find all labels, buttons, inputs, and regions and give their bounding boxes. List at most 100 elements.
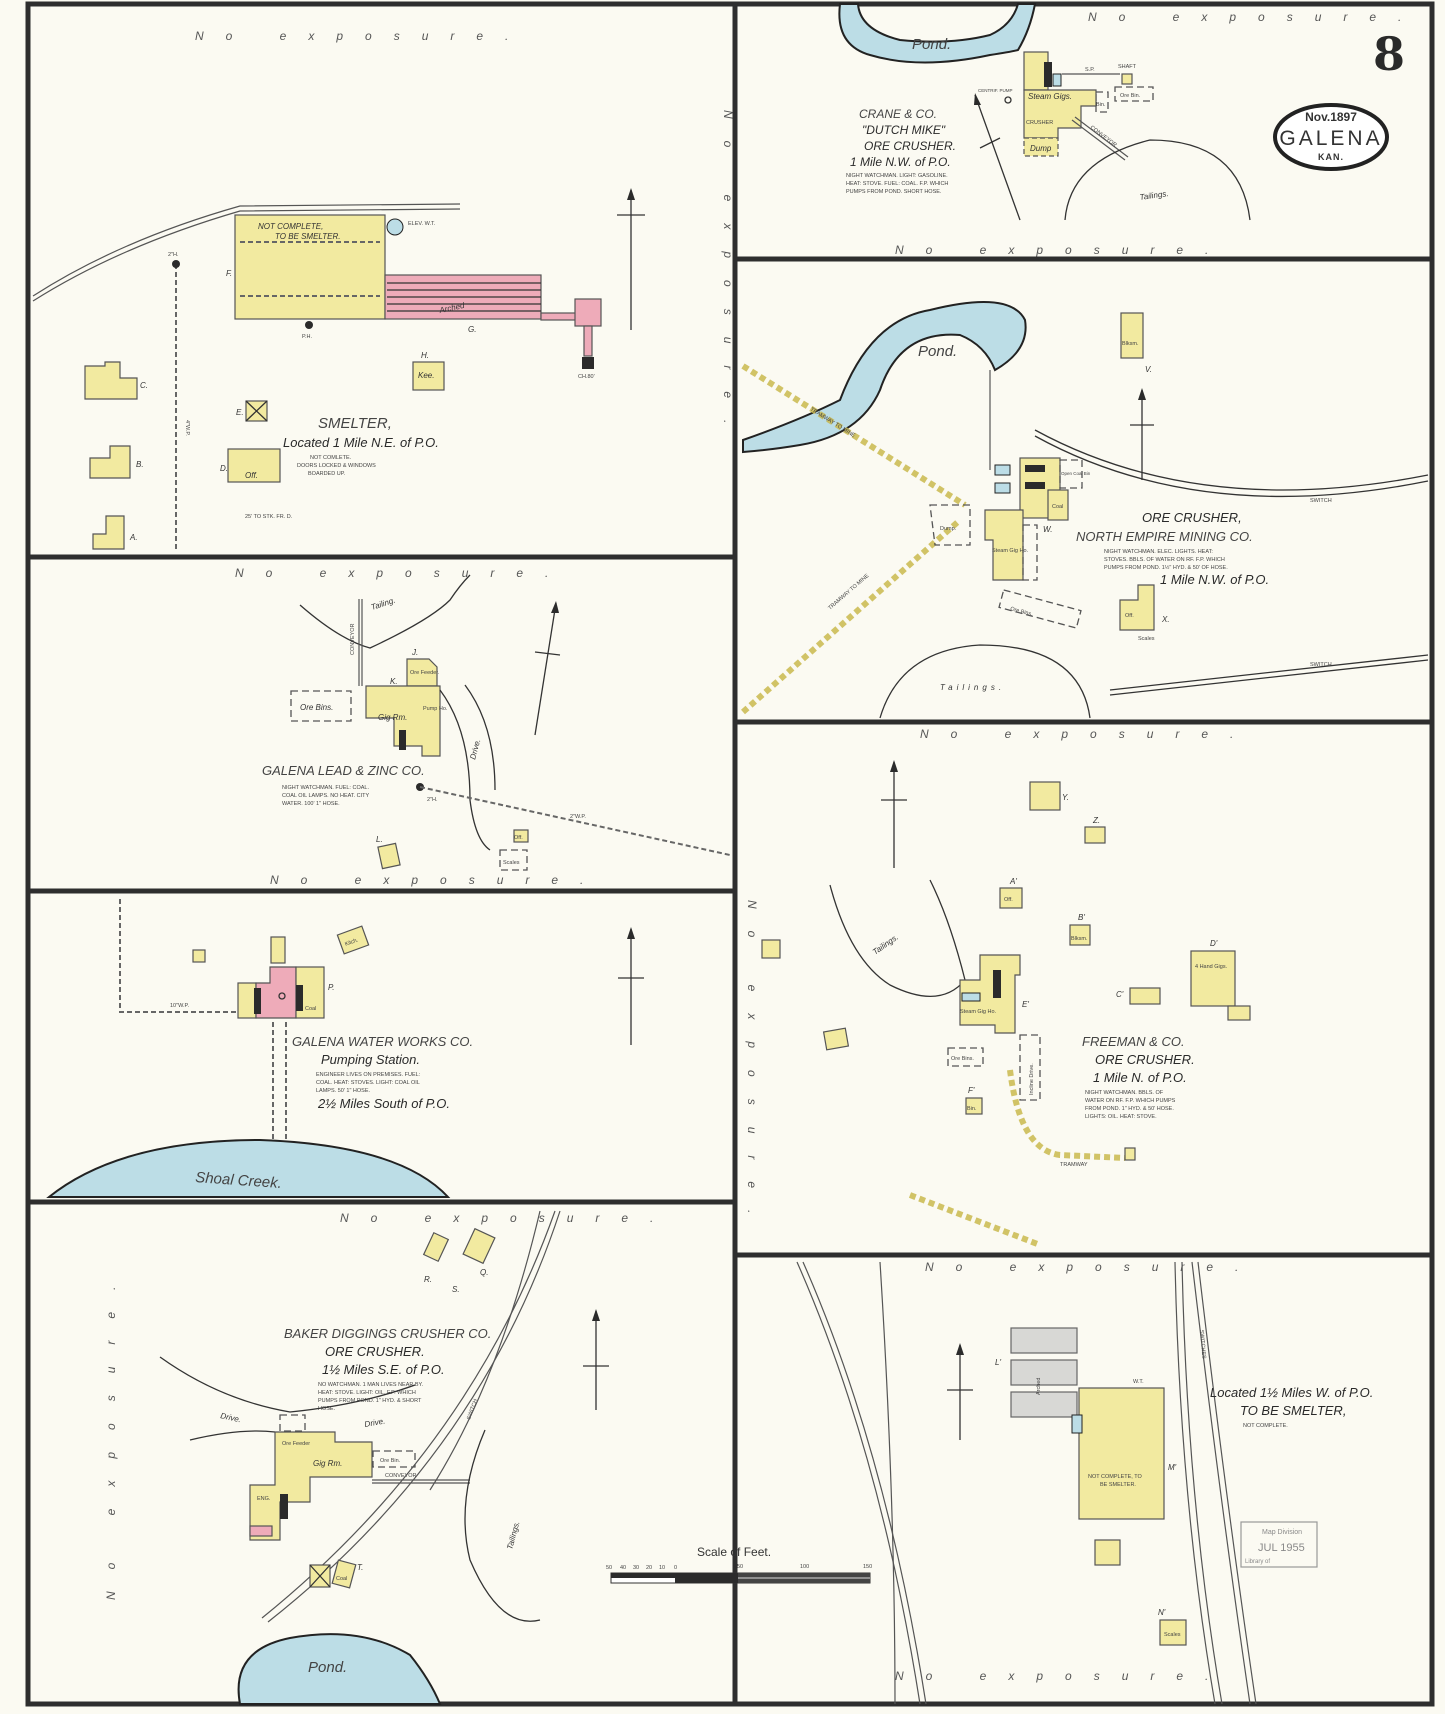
water-tank-icon [386,218,404,236]
sheet-border [25,1,1435,1707]
label-n1: N' [1158,1608,1166,1617]
baker-note: HOSE. [318,1406,336,1412]
scales-label: Scales [1138,636,1155,642]
ore-bins-label: Ore Bins. [300,703,333,712]
conveyor-label: CONVEYOR [350,623,356,655]
no-exposure-label: No exposure. [745,900,759,1235]
title-oval [1273,103,1389,171]
drive-edge [439,689,491,851]
no-exposure-label: No exposure. [340,1211,675,1225]
west-smelter-location: Located 1½ Miles W. of P.O. [1210,1385,1373,1400]
north-empire-subtitle: ORE CRUSHER, [1142,510,1242,525]
ore-bins-label: Ore Bins. [1009,606,1033,618]
label-x: X. [1161,615,1170,624]
city-name: GALENA [1279,127,1382,150]
brick-building [574,298,602,327]
no-exposure-label: No exposure. [925,1260,1260,1274]
hydrant-label: 2"H. [427,797,438,803]
scale-tick: 0 [674,1565,677,1571]
switch-label: SWITCH [1310,498,1332,504]
iron-clad-shed [1010,1327,1078,1354]
pond-label: Pond. [912,36,951,53]
freeman-title: FREEMAN & CO. [1082,1034,1185,1049]
kee-building [412,361,445,391]
ore-bin-label: Ore Bin. [380,1458,401,1464]
switch-label: SWITCH [1310,662,1332,668]
boiler-icon [399,730,406,750]
smelter-main-building [234,214,386,320]
scale-tick: 20 [646,1565,652,1571]
bin-label: Bin. [967,1106,977,1112]
tramway [1007,1069,1126,1161]
freeman-subtitle: ORE CRUSHER. [1095,1052,1195,1067]
label-b: B. [136,460,144,469]
pond [237,1633,442,1705]
building-b [89,445,131,479]
tailings-outline [1064,139,1251,221]
no-exposure-label: No exposure. [895,1669,1230,1683]
boiler-icon [296,985,303,1011]
label-m1: M' [1168,1463,1177,1472]
lead-zinc-note: NIGHT WATCHMAN. FUEL: COAL. [282,785,369,791]
baker-note: HEAT: STOVE. LIGHT: OIL. F.P. WHICH [318,1390,416,1396]
kee-label: Kee. [418,371,434,380]
label-k: K. [390,677,398,686]
ore-feeder-building [406,658,438,687]
office-building [227,448,281,483]
office-building [999,887,1023,909]
baker-note: NO WATCHMAN. 1 MAN LIVES NEAR BY. [318,1382,424,1388]
blacksmith-label: Blksm. [1122,341,1139,347]
pump-icon [1004,96,1012,104]
water-works-note: COAL. HEAT: STOVES. LIGHT: COAL OIL [316,1080,420,1086]
water-works-panel: 10"W.P. Kitch. Coal P. GALENA WATER WORK… [46,899,644,1198]
water-tank-icon [994,482,1011,494]
pond-label: Pond. [918,343,957,360]
scale-tick: 100 [800,1564,809,1570]
engine-shed [1124,1147,1136,1161]
cross-icon [309,1564,331,1588]
hydrant-marker [172,260,180,268]
crusher-label: CRUSHER [1026,120,1053,126]
baker-subtitle: ORE CRUSHER. [325,1344,425,1359]
incline-drive [1019,1034,1041,1101]
pump-label: CENTRIF. PUMP [978,88,1013,93]
blacksmith-label: Blksm. [1071,936,1088,942]
building-d [270,936,286,964]
switch-track [1034,435,1429,498]
north-empire-title: NORTH EMPIRE MINING CO. [1076,529,1253,544]
building-note: BE SMELTER. [1100,1482,1136,1488]
scale-tick: 30 [633,1565,639,1571]
ore-feeder-label: Ore Feeder [282,1441,310,1447]
coal-shed [1047,489,1069,521]
smelter-title: SMELTER, [318,415,392,432]
label-a1: A' [1009,877,1017,886]
pump-wing [237,982,257,1019]
water-tank-icon [1071,1414,1083,1434]
building-note: TO BE SMELTER. [275,232,341,241]
shed [1227,1005,1251,1021]
building-z [1084,826,1106,844]
tramway-label: TRAMWAY [1060,1162,1088,1168]
incline-drive-label: Incline Drive. [1029,1063,1035,1095]
tailings-label: Tailings. [1139,189,1169,202]
railroad-spur [32,203,461,297]
building-note: NOT COMPLETE, [258,222,323,231]
baker-title: BAKER DIGGINGS CRUSHER CO. [284,1326,491,1341]
coal-label: Coal [336,1576,347,1582]
north-arrow-icon [974,93,1021,221]
north-arrow-icon [1130,388,1154,480]
scales [499,849,528,871]
water-works-subtitle: Pumping Station. [321,1052,420,1067]
no-exposure-label: No exposure. [104,1265,118,1600]
water-works-location: 2½ Miles South of P.O. [317,1096,450,1111]
scale-tick: 50 [737,1564,743,1570]
steam-pipe-label: S.P. [1085,67,1095,73]
north-arrow-icon [881,760,907,868]
office-label: Off. [1125,613,1134,619]
ore-bin-label: Ore Bin. [1120,93,1141,99]
lead-zinc-note: WATER. 100' 1" HOSE. [282,801,340,807]
scale-tick: 150 [863,1564,872,1570]
scale-bar: Scale of Feet. 50 40 30 20 10 0 50 100 1… [606,1545,872,1584]
water-tank-label: W.T. [1133,1379,1144,1385]
north-arrow-icon [534,601,561,736]
